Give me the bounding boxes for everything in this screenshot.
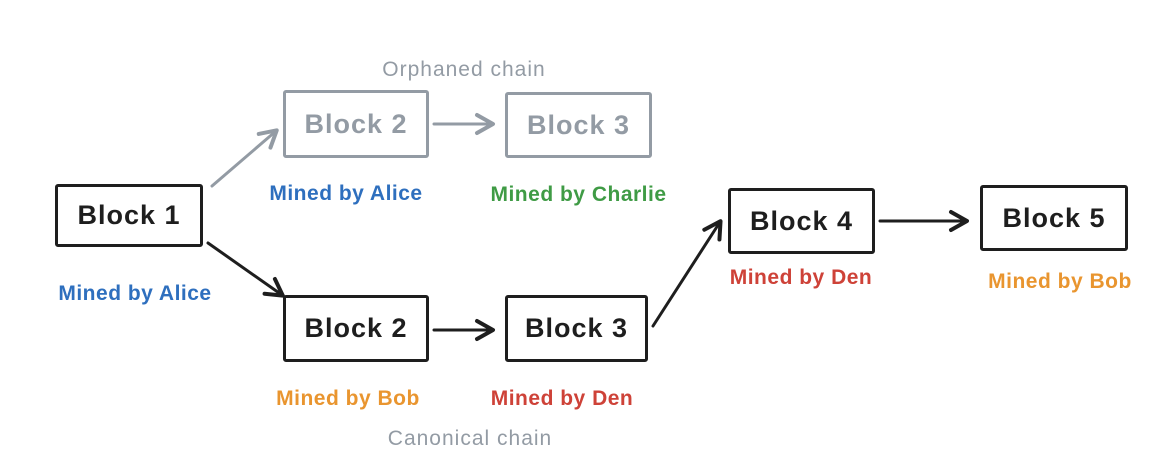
block-1: Block 1 xyxy=(55,184,203,247)
canonical-chain-title: Canonical chain xyxy=(387,427,553,450)
canon-block-2: Block 2 xyxy=(283,295,429,362)
block-4: Block 4 xyxy=(728,188,875,254)
orphan-block-2: Block 2 xyxy=(283,90,429,158)
orphaned-chain-title: Orphaned chain xyxy=(382,58,546,81)
block-5-miner-label: Mined by Bob xyxy=(988,270,1132,293)
block-5: Block 5 xyxy=(980,185,1128,251)
orphan-block-2-label: Block 2 xyxy=(304,108,408,139)
arrow-block1-to-orphan-block2 xyxy=(210,128,279,188)
orphan-block-3: Block 3 xyxy=(505,92,652,158)
canon-block-3-label: Block 3 xyxy=(524,313,629,343)
block-4-miner-label: Mined by Den xyxy=(729,266,873,289)
block-1-miner-label: Mined by Alice xyxy=(58,282,212,305)
block-1-label: Block 1 xyxy=(77,200,181,230)
orphan-block-3-miner-label: Mined by Charlie xyxy=(490,183,667,206)
canon-block-2-label: Block 2 xyxy=(304,313,408,343)
canon-block-3: Block 3 xyxy=(505,295,648,362)
orphan-block-2-miner-label: Mined by Alice xyxy=(269,182,423,205)
canon-block-2-miner-label: Mined by Bob xyxy=(276,387,420,410)
block-4-label: Block 4 xyxy=(749,205,854,236)
block-5-label: Block 5 xyxy=(1002,202,1106,233)
canon-block-3-miner-label: Mined by Den xyxy=(490,387,634,410)
arrow-canon-block3-to-block4 xyxy=(651,219,723,328)
orphan-block-3-label: Block 3 xyxy=(526,109,631,140)
